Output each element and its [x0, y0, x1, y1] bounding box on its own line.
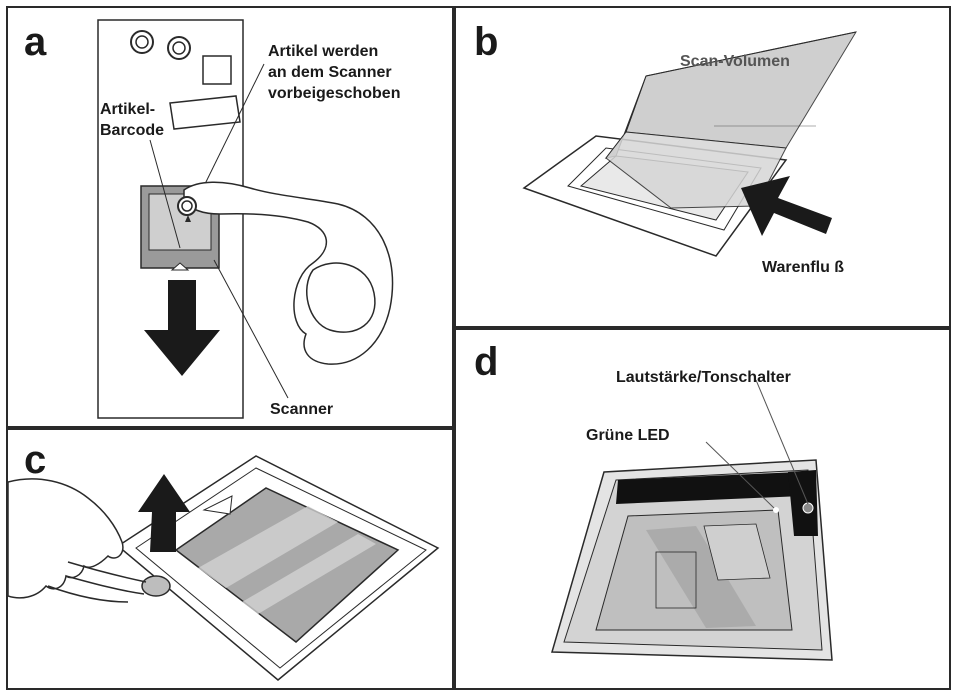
flow-arrow-icon: [741, 176, 832, 236]
label-barcode-line-1: Artikel-: [100, 101, 156, 118]
panel-a-illustration: [97, 19, 394, 419]
hand-thumb: [306, 262, 376, 333]
label-push-line-1: Artikel werden: [268, 43, 379, 60]
barcode-label: [169, 95, 241, 130]
panel-d-illustration: [551, 379, 833, 661]
label-scan-volume: Scan-Volumen: [680, 53, 790, 70]
plate-square: [202, 55, 232, 85]
push-pointer: [203, 63, 265, 187]
up-arrow-icon: [138, 474, 190, 552]
panel-letter-a: a: [24, 20, 47, 64]
green-led: [773, 507, 779, 513]
hand-outline: [8, 478, 124, 599]
barcode-pointer: [149, 139, 181, 249]
label-volume-switch: Lautstärke/Tonschalter: [616, 369, 791, 386]
panel-letter-d: d: [474, 340, 499, 384]
scanner-pointer: [213, 259, 289, 399]
label-push-line-2: an dem Scanner: [268, 64, 392, 81]
control-bar: [616, 472, 802, 504]
volume-switch: [802, 502, 814, 514]
led-pointer: [705, 441, 775, 509]
label-green-led: Grüne LED: [586, 427, 670, 444]
panel-letter-c: c: [24, 438, 47, 482]
panel-c-illustration: [8, 455, 440, 681]
coin: [141, 575, 171, 597]
label-scanner: Scanner: [270, 401, 334, 418]
switch-pointer: [755, 379, 809, 505]
panel-c: c: [6, 428, 454, 690]
panel-b: b Scan-Volumen Warenflu ß: [454, 6, 951, 328]
panel-letter-b: b: [474, 20, 499, 64]
panel-d: d Lautstärke/Tonschalter Grüne LED: [454, 328, 951, 690]
down-arrow-icon: [144, 280, 220, 376]
panel-b-illustration: [522, 31, 858, 257]
label-push-line-3: vorbeigeschoben: [268, 85, 401, 102]
label-warenfluss: Warenflu ß: [762, 259, 845, 276]
scan-volume: [625, 31, 858, 149]
article-disc: [177, 196, 197, 216]
label-barcode-line-2: Barcode: [100, 122, 165, 139]
plate-circle-2: [167, 36, 191, 60]
plate-circle-1: [130, 30, 154, 54]
panel-a: a Artikel werden an dem Scanner vorbeige…: [6, 6, 454, 428]
